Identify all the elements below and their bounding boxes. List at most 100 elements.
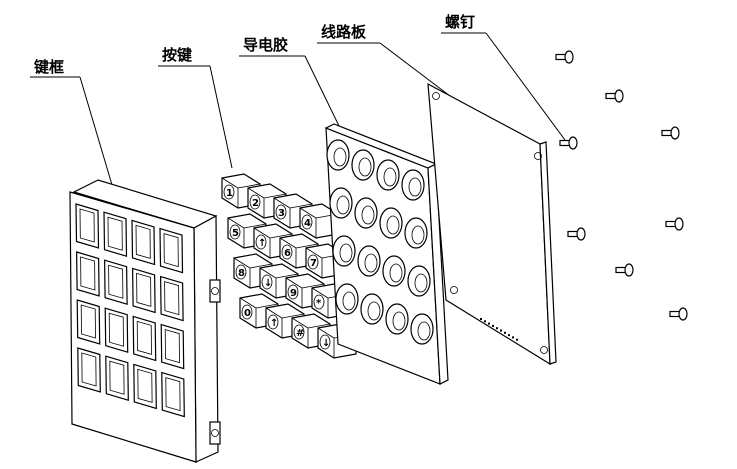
rubber-dome-top: [361, 205, 375, 225]
key-frame-lug-bottom: [209, 421, 221, 445]
rubber-dome: [404, 217, 428, 249]
key-cap-glyph: 5: [232, 228, 239, 239]
key-cap-glyph: 7: [310, 258, 317, 269]
pcb-hole-tr: [534, 152, 542, 160]
key-cap-glyph: 4: [304, 218, 311, 229]
rubber-dome-top: [389, 263, 403, 283]
key-cap-glyph-ring: [301, 214, 313, 230]
pcb-pin: [480, 318, 482, 320]
key-frame-hole-inner: [109, 360, 125, 395]
screw: [661, 126, 680, 140]
screw: [665, 217, 684, 231]
key-cap-glyph-ring: [241, 304, 253, 320]
key-frame-hole: [76, 299, 101, 345]
screw-head: [614, 89, 624, 103]
rubber-dome-top: [339, 243, 353, 263]
label-frame-leader: [79, 76, 116, 196]
key-frame-hole-inner: [108, 312, 124, 347]
key-cap-glyph-ring: [313, 294, 325, 310]
key-cap-glyph: 3: [278, 208, 285, 219]
label-pcb: 线路板: [321, 23, 367, 41]
screw: [605, 89, 624, 103]
key-frame-hole-inner: [81, 352, 97, 387]
rubber-dome: [385, 303, 409, 335]
key-cap-glyph-ring: [223, 184, 235, 200]
key-frame-hole-inner: [136, 272, 152, 307]
label-keys-leader: [209, 65, 233, 169]
label-pcb-leader: [379, 42, 451, 97]
label-rubber-leader: [304, 55, 341, 129]
key-cap-glyph: 0: [244, 308, 251, 319]
label-keys-group: 按键: [158, 46, 233, 169]
circuit-board: [427, 82, 557, 366]
rubber-dome: [329, 187, 353, 219]
pcb-pin: [492, 324, 494, 327]
rubber-dome: [379, 207, 403, 239]
pcb-pin: [516, 338, 518, 341]
conductive-rubber: [324, 123, 449, 385]
pcb-board: [427, 82, 551, 366]
label-frame-group: 键框: [30, 58, 116, 196]
label-screws-leader: [485, 32, 566, 141]
key-cap-edge: [273, 197, 313, 228]
key-frame-hole-inner: [163, 233, 179, 268]
key-frame-hole-inner: [135, 224, 151, 259]
pcb-pin: [496, 327, 498, 330]
rubber-domes: [326, 139, 434, 345]
key-frame-hole-inner: [79, 208, 95, 243]
key-frame-hole-inner: [108, 264, 124, 299]
screw: [559, 136, 578, 150]
key-frame-holes: [75, 203, 185, 418]
rubber-dome-top: [408, 177, 422, 197]
pcb-hole-br: [540, 346, 548, 354]
key-frame-hole-inner: [136, 320, 152, 355]
rubber-dome-top: [336, 195, 350, 215]
rubber-dome-top: [364, 253, 378, 273]
label-screws: 螺钉: [445, 13, 475, 31]
rubber-dome-top: [417, 321, 431, 341]
label-keys: 按键: [162, 46, 192, 64]
key-frame-hole-inner: [137, 368, 153, 403]
key-frame-hole-inner: [164, 281, 180, 316]
key-cap-glyph-ring: [275, 204, 287, 220]
key-frame-hole: [103, 211, 128, 258]
key-cap-edge: [265, 307, 305, 338]
key-cap-glyph: 2: [252, 198, 259, 209]
key-cap-glyph-ring: [255, 234, 267, 250]
rubber-dome: [376, 159, 400, 191]
key-cap-edge: [259, 267, 299, 298]
key-frame-hole-inner: [164, 329, 180, 364]
key-cap-glyph: 8: [238, 268, 245, 279]
key-frame: [69, 179, 221, 463]
key-frame-hole: [105, 355, 129, 402]
rubber-dome-top: [358, 157, 372, 177]
key-cap-glyph-ring: [235, 264, 247, 280]
pcb-hole-bl: [450, 286, 458, 294]
key-frame-hole: [131, 219, 156, 266]
rubber-dome: [351, 149, 375, 181]
rubber-dome-top: [386, 215, 400, 235]
key-frame-hole: [159, 227, 184, 274]
screw-head: [564, 50, 574, 64]
key-frame-hole: [77, 347, 101, 393]
rubber-dome: [326, 139, 350, 171]
key-frame-hole: [160, 323, 185, 370]
screw-head: [568, 136, 578, 150]
key-cap-glyph-ring: [293, 324, 305, 340]
label-rubber: 导电胶: [243, 36, 288, 54]
label-screws-group: 螺钉: [441, 13, 566, 141]
screw: [567, 227, 586, 241]
key-cap-glyph-ring: [229, 224, 241, 240]
label-pcb-group: 线路板: [317, 23, 451, 97]
key-frame-hole: [104, 307, 129, 354]
screw-head: [670, 126, 680, 140]
screw: [669, 307, 688, 321]
pcb-pin: [508, 334, 510, 337]
key-cap-glyph-ring: [281, 244, 293, 260]
key-cap-edge: [221, 177, 261, 208]
rubber-dome-top: [383, 167, 397, 187]
key-cap-glyph-ring: [249, 194, 261, 210]
key-cap-glyph-ring: [307, 254, 319, 270]
